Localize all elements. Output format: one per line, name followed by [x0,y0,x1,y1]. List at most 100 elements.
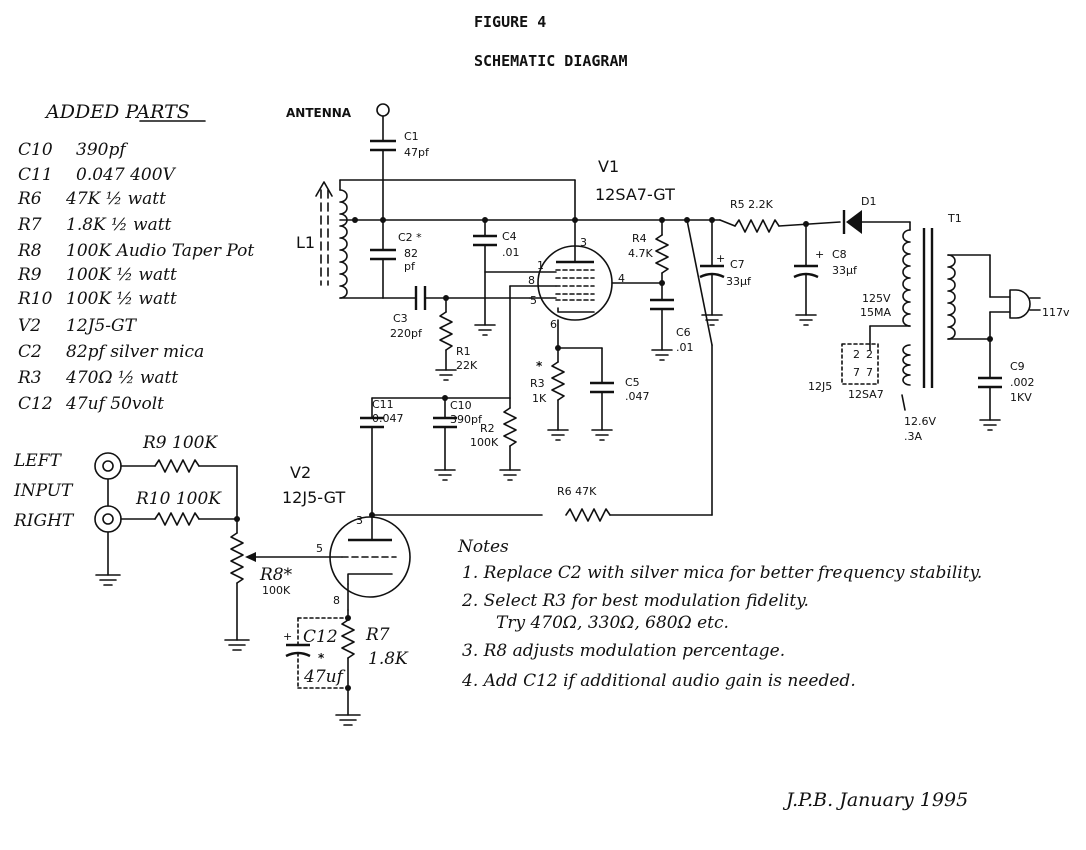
notes-block: Notes 1. Replace C2 with silver mica for… [457,537,982,691]
part-row: R9 100K ½ watt [17,265,177,285]
svg-text:D1: D1 [861,195,876,208]
part-row: C11 0.047 400V [18,165,177,185]
svg-text:R6: R6 [17,189,42,209]
added-parts-list: ADDED PARTS C10 390pf C11 0.047 400V R6 … [17,101,254,414]
svg-text:C5: C5 [625,376,640,389]
svg-text:INPUT: INPUT [13,481,74,501]
svg-text:+: + [815,248,824,261]
resistor-r3: * R3 1K [530,319,603,441]
svg-text:8: 8 [333,594,340,607]
note-1: 1. Replace C2 with silver mica for bette… [462,563,982,583]
svg-text:.3A: .3A [904,430,922,443]
coil-l1: L1 [296,179,576,299]
svg-text:R9 100K: R9 100K [142,433,218,453]
capacitor-c4: C4 .01 [473,217,520,336]
resistor-r10: R10 100K [120,489,240,526]
capacitor-c7: + C7 33μf [699,217,752,326]
transformer-t1: T1 125V 15MA 12.6V .3A [860,212,993,443]
svg-text:1.8K ½ watt: 1.8K ½ watt [66,215,172,235]
svg-text:T1: T1 [947,212,962,225]
svg-text:12J5: 12J5 [808,380,832,393]
resistor-r9: R9 100K [120,433,238,520]
svg-text:100K ½ watt: 100K ½ watt [66,265,177,285]
capacitor-c12: + C12 * 47uf [283,617,349,689]
svg-text:ANTENNA: ANTENNA [286,106,352,120]
svg-text:470Ω ½ watt: 470Ω ½ watt [65,368,178,388]
capacitor-c10: C10 390pf [433,397,483,481]
svg-text:1KV: 1KV [1010,391,1032,404]
svg-text:*: * [536,359,543,373]
svg-text:5: 5 [530,294,537,307]
svg-text:15MA: 15MA [860,306,891,319]
svg-text:R10 100K: R10 100K [135,489,222,509]
part-row: R3 470Ω ½ watt [17,368,178,388]
svg-text:100K Audio Taper Pot: 100K Audio Taper Pot [66,241,254,261]
svg-text:R5 2.2K: R5 2.2K [730,198,774,211]
svg-text:R7: R7 [17,215,42,235]
svg-text:R4: R4 [632,232,647,245]
svg-text:22K: 22K [456,359,478,372]
svg-text:C2: C2 [18,342,42,362]
svg-text:RIGHT: RIGHT [13,511,75,531]
figure-number: FIGURE 4 [474,13,546,31]
svg-text:C3: C3 [393,312,408,325]
svg-text:C4: C4 [502,230,517,243]
resistor-r7: R7 1.8K [335,609,409,726]
part-row: R10 100K ½ watt [17,289,177,309]
tube-v1: V1 12SA7-GT 3 1 8 5 4 6 [528,157,675,331]
svg-text:C10: C10 [450,399,472,412]
resistor-r5: R5 2.2K [719,198,841,233]
diagram-title: SCHEMATIC DIAGRAM [474,52,628,70]
svg-text:C8: C8 [832,248,847,261]
svg-text:47K ½ watt: 47K ½ watt [65,189,166,209]
signature: J.P.B. January 1995 [782,789,968,811]
part-row: R8 100K Audio Taper Pot [17,241,254,261]
svg-text:V2: V2 [290,463,311,482]
diode-d1: D1 [842,195,911,234]
svg-text:220pf: 220pf [390,327,423,340]
svg-text:47uf: 47uf [303,667,346,687]
svg-text:V2: V2 [18,316,41,336]
note-4: 4. Add C12 if additional audio gain is n… [461,671,856,691]
svg-text:C12: C12 [18,394,53,414]
svg-text:12SA7: 12SA7 [848,388,884,401]
added-parts-heading: ADDED PARTS [44,101,190,123]
svg-text:33μf: 33μf [726,275,752,288]
note-2b: Try 470Ω, 330Ω, 680Ω etc. [496,613,729,633]
svg-text:1K: 1K [532,392,547,405]
capacitor-c3: C3 220pf [382,286,531,340]
svg-text:C11: C11 [18,165,53,185]
resistor-r2: R2 100K [470,397,521,481]
svg-text:R1: R1 [456,345,471,358]
svg-text:+: + [716,252,725,265]
svg-text:R3: R3 [530,377,545,390]
svg-text:33μf: 33μf [832,264,858,277]
svg-text:R8: R8 [17,241,42,261]
svg-text:L1: L1 [296,233,315,252]
svg-text:2: 2 [866,348,873,361]
svg-text:1.8K: 1.8K [368,649,409,669]
svg-text:47uf 50volt: 47uf 50volt [65,394,164,414]
svg-text:82: 82 [404,247,418,260]
svg-text:.01: .01 [502,246,520,259]
svg-text:.002: .002 [1010,376,1035,389]
note-3: 3. R8 adjusts modulation percentage. [462,641,785,661]
svg-text:R6 47K: R6 47K [557,485,597,498]
svg-text:4.7K: 4.7K [628,247,653,260]
svg-text:4: 4 [618,272,625,285]
svg-text:100K: 100K [470,436,499,449]
svg-text:C2 *: C2 * [398,231,422,244]
svg-text:*: * [318,651,325,665]
svg-text:+: + [283,630,292,643]
part-row: V2 12J5-GT [18,316,138,336]
svg-text:.047: .047 [625,390,650,403]
heater-pins: 2 2 7 7 12J5 12SA7 [808,343,884,401]
svg-text:Notes: Notes [457,537,509,557]
svg-text:C11: C11 [372,398,394,411]
svg-text:12SA7-GT: 12SA7-GT [595,185,675,204]
capacitor-c5: C5 .047 [590,347,650,441]
svg-text:125V: 125V [862,292,891,305]
svg-text:C9: C9 [1010,360,1025,373]
